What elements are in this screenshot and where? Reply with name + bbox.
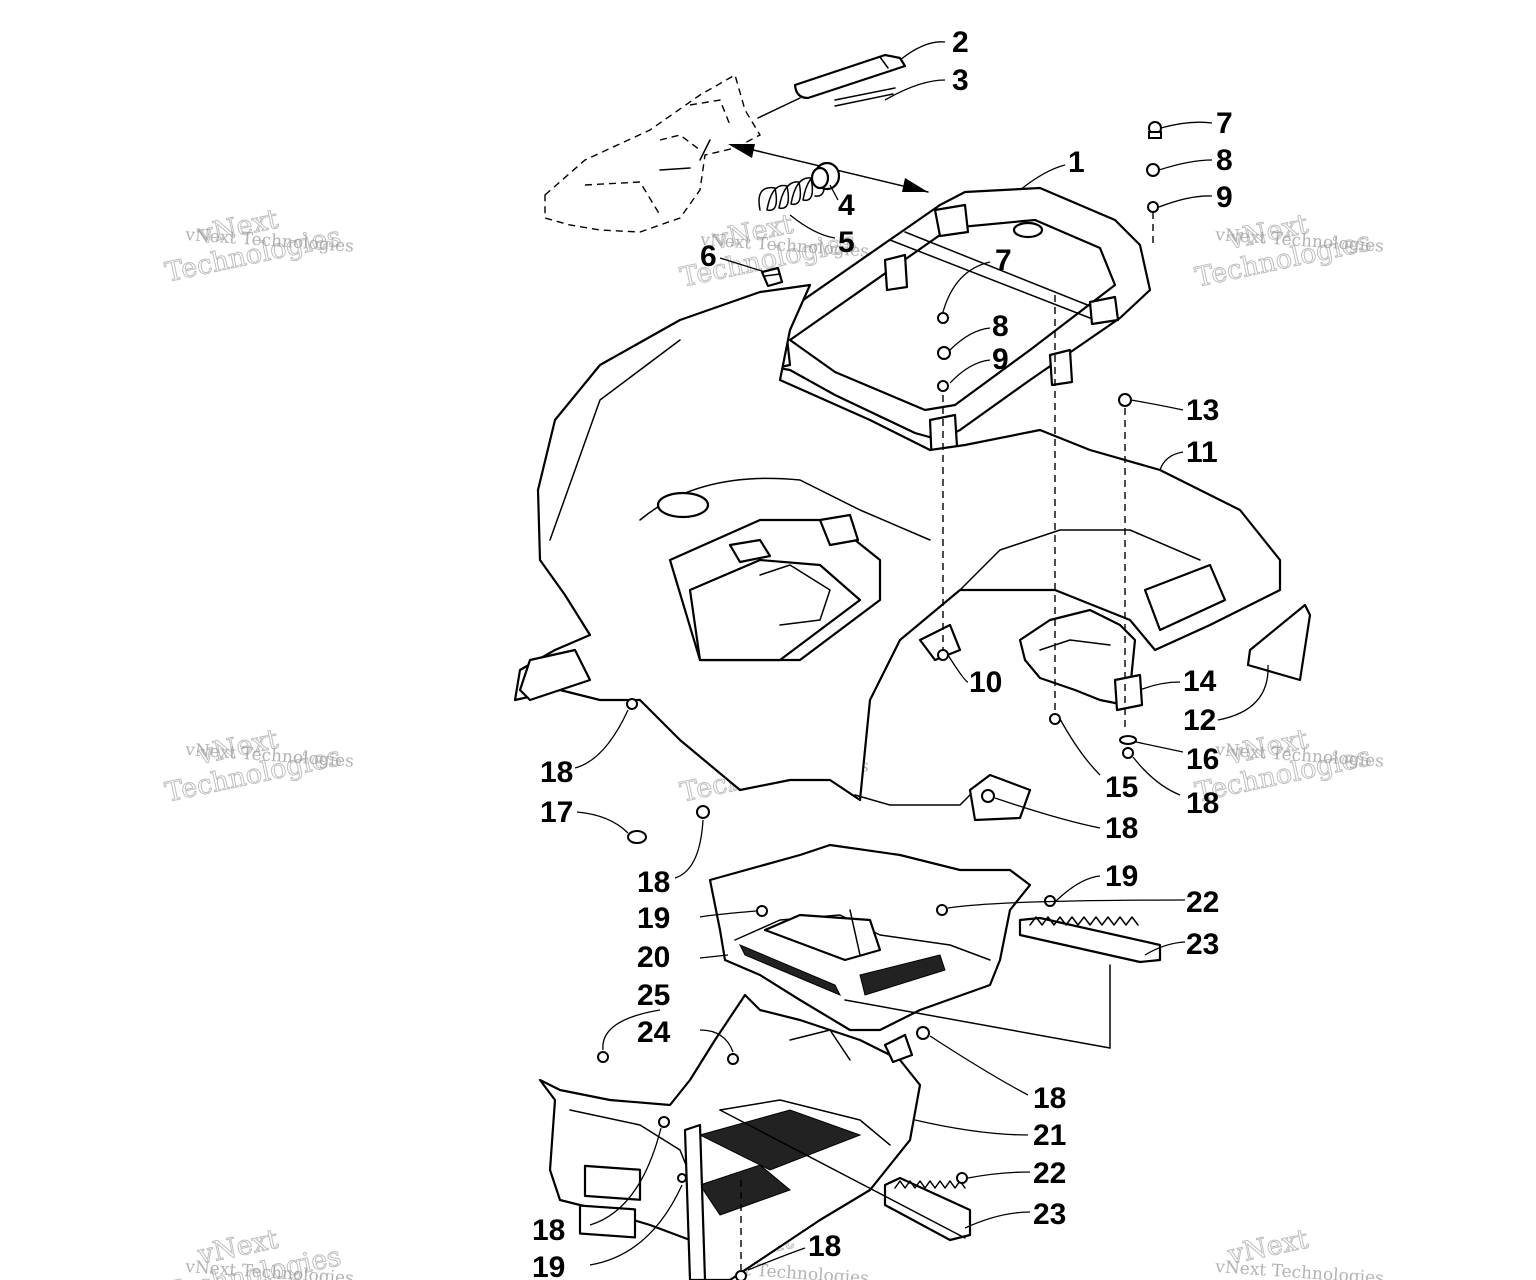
right-footwell	[708, 843, 1032, 1032]
callout-18: 18	[1186, 787, 1219, 820]
callout-10: 10	[969, 666, 1002, 699]
callout-1: 1	[1068, 146, 1085, 179]
support-bracket	[1018, 608, 1144, 712]
callout-18: 18	[1033, 1082, 1066, 1115]
bushing	[810, 161, 841, 191]
left-footwell	[538, 993, 922, 1280]
callout-21: 21	[1033, 1119, 1066, 1152]
callout-9: 9	[1216, 181, 1233, 214]
callout-9: 9	[992, 343, 1009, 376]
callout-3: 3	[952, 64, 969, 97]
callout-6: 6	[700, 240, 717, 273]
callout-labels: 2 3 4 5 6 1 7 8 9 7 8 9 13 11 10 14 12 1…	[532, 26, 1233, 1280]
footpeg-upper	[1018, 916, 1162, 964]
callout-22: 22	[1186, 886, 1219, 919]
callout-25: 25	[637, 979, 670, 1012]
reflector-decal	[1246, 603, 1312, 682]
callout-16: 16	[1186, 743, 1219, 776]
callout-8: 8	[1216, 144, 1233, 177]
cap-plug	[760, 266, 784, 288]
callout-23: 23	[1186, 928, 1219, 961]
callout-19: 19	[1105, 860, 1138, 893]
watermark-small: vNext Technologies	[1214, 1257, 1385, 1280]
rear-rack	[758, 186, 1152, 468]
leader-lines	[574, 41, 1269, 1271]
spring	[758, 173, 826, 212]
callout-18: 18	[540, 756, 573, 789]
callout-8: 8	[992, 310, 1009, 343]
callout-7: 7	[995, 244, 1012, 277]
pin-clip	[834, 87, 896, 107]
callout-7: 7	[1216, 107, 1233, 140]
assembly-lines	[719, 212, 1154, 1270]
callout-18: 18	[808, 1230, 841, 1263]
callout-15: 15	[1105, 771, 1138, 804]
hitch-ghost-outline	[544, 73, 761, 233]
callout-18: 18	[637, 866, 670, 899]
hitch-pin	[793, 53, 907, 100]
callout-19: 19	[637, 902, 670, 935]
callout-5: 5	[838, 226, 855, 259]
callout-2: 2	[952, 26, 969, 59]
callout-14: 14	[1183, 665, 1217, 698]
callout-19: 19	[532, 1251, 565, 1280]
footpeg-lower	[883, 1176, 972, 1242]
callout-11: 11	[1186, 436, 1218, 469]
callout-17: 17	[540, 796, 573, 829]
callout-20: 20	[637, 941, 670, 974]
callout-22: 22	[1033, 1157, 1066, 1190]
callout-4: 4	[838, 189, 855, 222]
callout-18: 18	[1105, 812, 1138, 845]
callout-12: 12	[1183, 704, 1216, 737]
rear-fender	[513, 283, 1282, 822]
callout-23: 23	[1033, 1198, 1066, 1231]
callout-18: 18	[532, 1214, 565, 1247]
callout-13: 13	[1186, 394, 1219, 427]
callout-24: 24	[637, 1016, 671, 1049]
